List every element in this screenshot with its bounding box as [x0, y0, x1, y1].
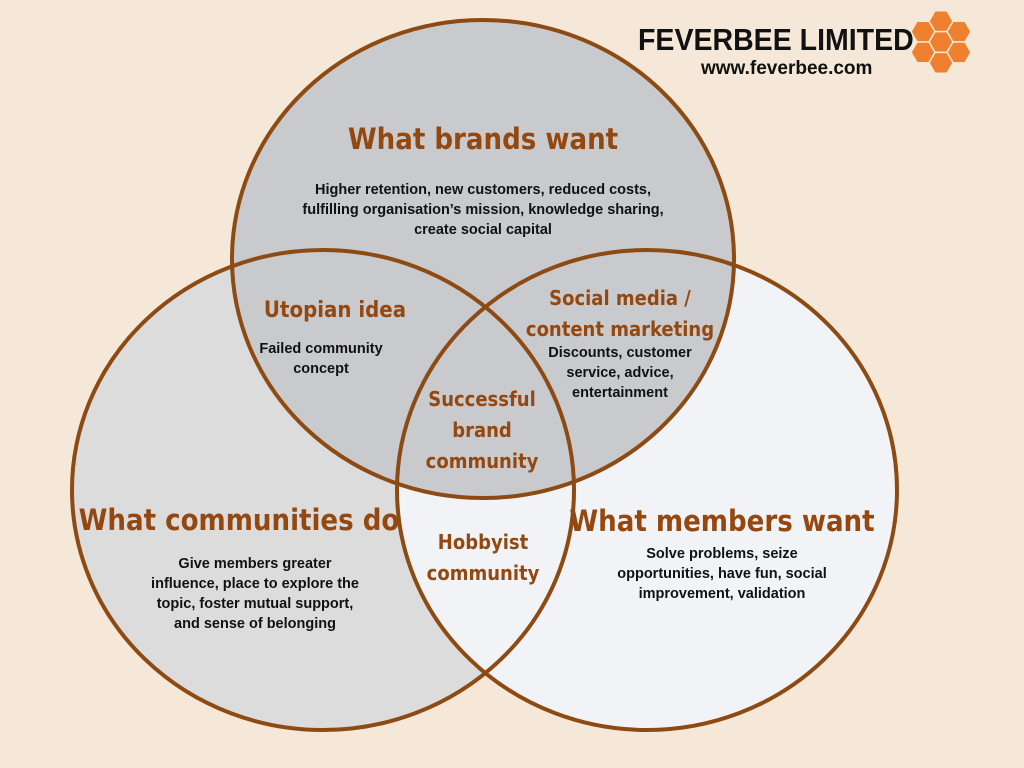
- social-media-title: Social media / content marketing: [526, 283, 714, 345]
- text-line: community: [425, 449, 539, 473]
- communities-description: Give members greater influence, place to…: [151, 554, 359, 634]
- communities-title: What communities do: [78, 503, 400, 537]
- logo-title: FEVERBEE LIMITED: [638, 22, 914, 57]
- text-line: service, advice,: [566, 365, 674, 381]
- text-line: community: [426, 561, 540, 585]
- brands-circle-fill: [232, 20, 734, 498]
- text-line: topic, foster mutual support,: [156, 596, 354, 612]
- text-line: fulfilling organisation’s mission, knowl…: [302, 202, 664, 218]
- text-line: influence, place to explore the: [151, 576, 359, 592]
- text-line: Successful: [428, 387, 536, 411]
- members-circle: [395, 248, 899, 732]
- text-line: Failed community: [259, 341, 383, 357]
- text-line: Solve problems, seize: [646, 546, 798, 562]
- text-line: brand: [452, 418, 512, 442]
- hobbyist-title: Hobbyist community: [427, 527, 540, 589]
- text-line: Give members greater: [178, 556, 332, 572]
- social-media-description: Discounts, customer service, advice, ent…: [548, 343, 691, 403]
- logo-url[interactable]: www.feverbee.com: [701, 58, 873, 79]
- utopian-description: Failed community concept: [259, 339, 382, 379]
- utopian-title: Utopian idea: [263, 298, 407, 323]
- text-line: and sense of belonging: [174, 616, 336, 632]
- text-line: opportunities, have fun, social: [617, 566, 827, 582]
- members-description: Solve problems, seize opportunities, hav…: [617, 544, 826, 604]
- hexagon-icon: [928, 51, 954, 74]
- text-line: Hobbyist: [437, 530, 529, 554]
- communities-circle: [70, 248, 576, 732]
- text-line: Social media /: [549, 286, 691, 310]
- text-line: Discounts, customer: [548, 345, 692, 361]
- brands-description: Higher retention, new customers, reduced…: [302, 180, 663, 240]
- brands-circle: [230, 18, 736, 500]
- text-line: content marketing: [525, 317, 715, 341]
- text-line: concept: [293, 361, 349, 377]
- text-line: improvement, validation: [638, 586, 806, 602]
- text-line: Higher retention, new customers, reduced…: [314, 182, 651, 198]
- members-title: What members want: [569, 504, 875, 538]
- honeycomb-logo-icon: [910, 10, 972, 74]
- successful-title: Successful brand community: [426, 384, 539, 477]
- text-line: entertainment: [572, 385, 668, 401]
- brands-title: What brands want: [347, 122, 619, 156]
- text-line: create social capital: [414, 222, 552, 238]
